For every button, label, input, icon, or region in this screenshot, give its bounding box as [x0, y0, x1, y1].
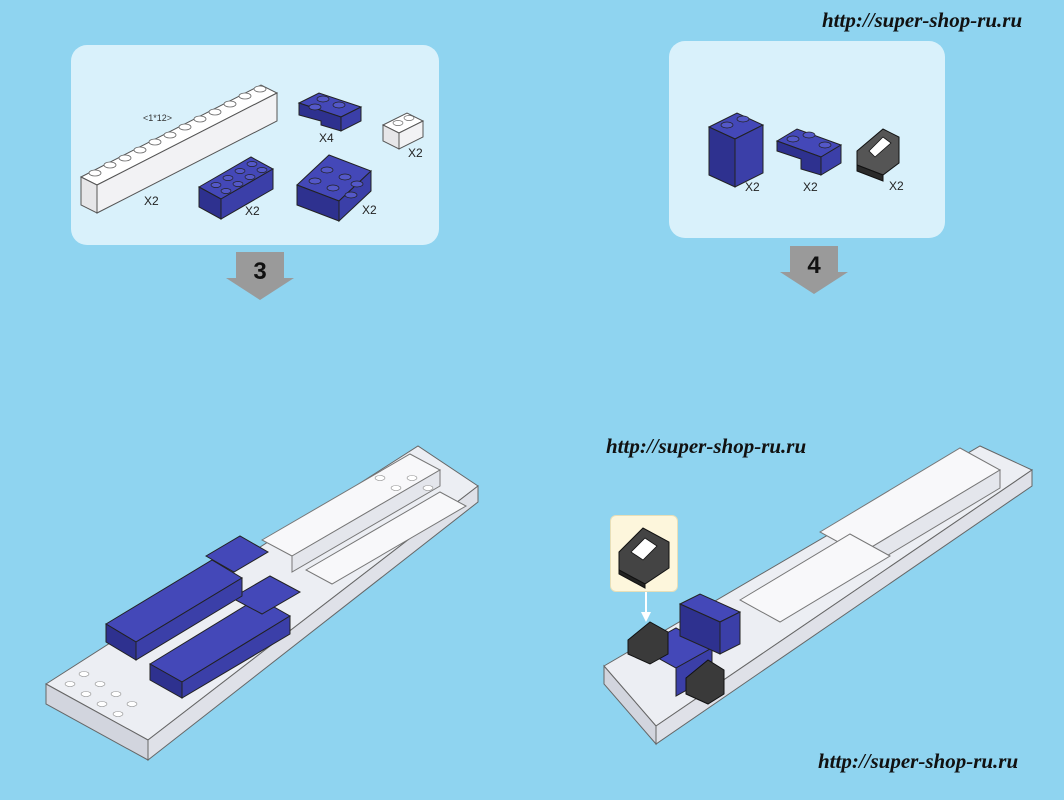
blue-corner-brick-icon [297, 92, 363, 132]
step4-parts-panel: X2 X2 X2 [669, 41, 945, 238]
step3-parts-drawing [79, 84, 425, 223]
blue-tall-qty: X2 [745, 180, 760, 194]
watermark-top-right: http://super-shop-ru.ru [822, 8, 1023, 32]
white-1x2-brick-icon [381, 112, 425, 150]
step3-assembly-illustration [45, 445, 479, 762]
arrow-down-icon [226, 252, 294, 300]
white-1x12-brick-icon [79, 84, 279, 214]
blue-2x3-brick-icon [296, 154, 372, 223]
step4-arrow: 4 [780, 246, 848, 294]
step3-number: 3 [253, 258, 267, 285]
watermark-middle: http://super-shop-ru.ru [606, 434, 807, 458]
long-brick-size-label: <1*12> [143, 113, 173, 123]
corner-brick-qty: X4 [319, 131, 334, 145]
step4-detail-callout [610, 515, 678, 592]
dark-slope-qty: X2 [889, 179, 904, 193]
dark-slope-brick-icon [856, 128, 900, 182]
blue-tall-brick-icon [707, 112, 765, 188]
watermark-bottom-right: http://super-shop-ru.ru [818, 749, 1019, 773]
blue-corner-brick-icon [775, 128, 843, 176]
step4-parts-drawing [707, 112, 900, 188]
white-small-qty: X2 [408, 146, 423, 160]
blue-2x4-brick-icon [197, 156, 275, 220]
blue-corner-qty: X2 [803, 180, 818, 194]
blue-2x4-qty: X2 [245, 204, 260, 218]
step3-parts-panel: <1*12> X2 X4 X2 X2 X2 [71, 45, 439, 245]
long-brick-qty: X2 [144, 194, 159, 208]
step3-arrow: 3 [226, 252, 294, 300]
arrow-down-icon [780, 246, 848, 294]
step4-number: 4 [807, 252, 821, 279]
blue-2x3-qty: X2 [362, 203, 377, 217]
dark-slope-brick-icon [618, 527, 670, 589]
